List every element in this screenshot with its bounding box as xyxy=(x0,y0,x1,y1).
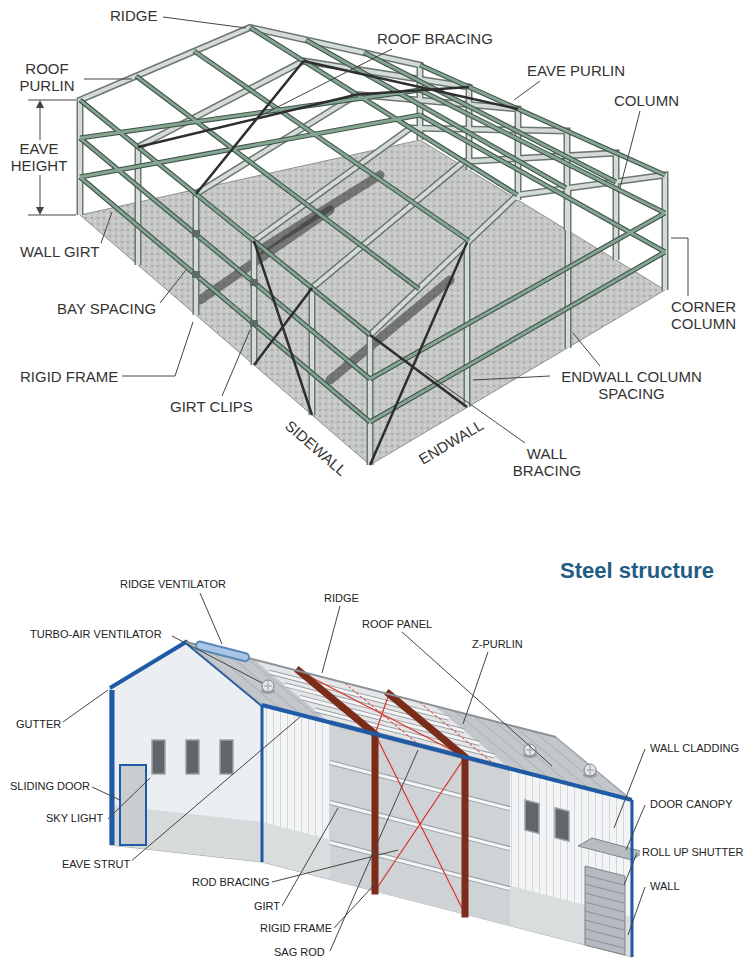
gutter xyxy=(262,705,632,800)
turbo-ventilator xyxy=(261,680,275,694)
part-label: RIGID FRAME xyxy=(258,922,334,935)
part-label: RIDGE VENTILATOR xyxy=(118,578,228,591)
part-label: ENDWALL xyxy=(414,415,488,469)
girt-clips xyxy=(192,230,258,327)
building-illustration xyxy=(60,593,645,957)
part-label: EAVE PURLIN xyxy=(525,62,627,79)
windows xyxy=(525,800,569,841)
part-label: GIRT CLIPS xyxy=(168,398,255,415)
part-label: RIDGE xyxy=(322,592,361,605)
part-label: RIDGE xyxy=(108,7,160,24)
part-label: SIDEWALL xyxy=(280,416,351,481)
part-label: ENDWALL COLUMN SPACING xyxy=(552,368,711,403)
part-label: WALL CLADDING xyxy=(648,742,741,755)
part-label: GUTTER xyxy=(14,718,63,731)
purlins-girts xyxy=(80,28,665,423)
ridge-cap xyxy=(186,642,556,737)
shutter-slats xyxy=(585,875,625,948)
part-label: WALL xyxy=(648,880,682,893)
bracing xyxy=(138,61,518,465)
part-label: WALL GIRT xyxy=(18,243,101,260)
door-canopy xyxy=(578,838,644,860)
corner-trim xyxy=(110,690,115,845)
part-label: DOOR CANOPY xyxy=(648,798,735,811)
sliding-door xyxy=(120,765,146,845)
part-label: RIGID FRAME xyxy=(18,368,120,385)
part-label: COLUMN xyxy=(612,92,681,109)
part-label: Z-PURLIN xyxy=(470,638,525,651)
part-label: ROOF PANEL xyxy=(360,618,434,631)
part-label: GIRT xyxy=(252,900,282,913)
leader-lines xyxy=(60,593,645,951)
part-label: ROOF PURLIN xyxy=(14,60,80,95)
part-label: SAG ROD xyxy=(272,946,327,959)
part-label: ROLL UP SHUTTER xyxy=(640,846,745,859)
corner-trim xyxy=(262,705,632,957)
purlins-girts xyxy=(269,672,510,889)
part-label: BAY SPACING xyxy=(55,300,158,317)
part-label: SKY LIGHT xyxy=(44,812,105,825)
part-label: EAVE STRUT xyxy=(60,858,132,871)
part-label: WALL BRACING xyxy=(505,445,589,480)
part-label: CORNER COLUMN xyxy=(664,298,743,333)
ridge-ventilator xyxy=(200,646,245,658)
part-label: SLIDING DOOR xyxy=(8,780,92,793)
part-label: TURBO-AIR VENTILATOR xyxy=(28,628,164,641)
ridge-ventilator xyxy=(200,646,245,658)
roll-up-shutter xyxy=(585,866,625,955)
part-label: ROD BRACING xyxy=(190,876,272,889)
part-label: ROOF BRACING xyxy=(375,30,495,47)
part-label: EAVE HEIGHT xyxy=(6,140,72,175)
windows xyxy=(152,740,233,774)
diagram-title: Steel structure xyxy=(560,558,714,583)
turbo-ventilator xyxy=(583,764,597,778)
